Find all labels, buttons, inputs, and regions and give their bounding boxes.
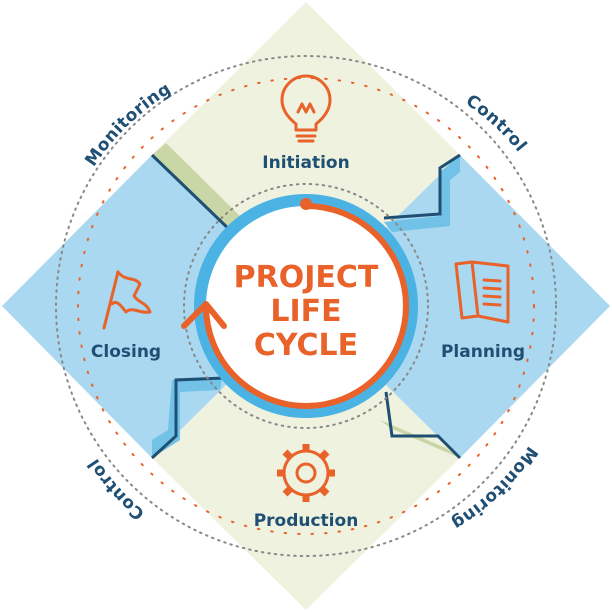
ring-label-control-top-right: Control [462,91,531,156]
center-disc [206,206,406,406]
stage-label-production: Production [254,511,359,531]
shadow-strip [152,143,246,230]
center-title-line-2: LIFE [270,294,341,329]
inner-dotted-ring [183,183,429,429]
separator-line [383,153,461,220]
lightbulb-icon [280,74,332,143]
document-icon [454,260,510,324]
cycle-arrow-start-dot [300,198,312,210]
outer-orange-dots [77,77,535,535]
center-title-line-3: CYCLE [254,328,358,363]
separator-line [384,391,462,460]
cycle-arrow [203,203,409,409]
closing-quadrant [2,155,306,458]
cycle-arrowhead [181,301,227,329]
outer-dotted-ring [55,55,557,557]
center-title-line-1: PROJECT [234,260,379,295]
ring-label-control-bottom-left: Control [84,455,149,524]
shadow-strip [152,378,222,458]
planning-quadrant [306,155,610,458]
stage-label-planning: Planning [441,342,525,362]
gear-icon [277,444,335,502]
flag-icon [102,270,152,330]
separator-line [150,153,235,235]
ring-label-monitoring-bottom-right: Monitoring [448,443,542,534]
stage-label-closing: Closing [91,342,161,362]
separator-line [150,376,225,460]
stage-label-initiation: Initiation [262,153,349,173]
shadow-strip [380,420,460,458]
